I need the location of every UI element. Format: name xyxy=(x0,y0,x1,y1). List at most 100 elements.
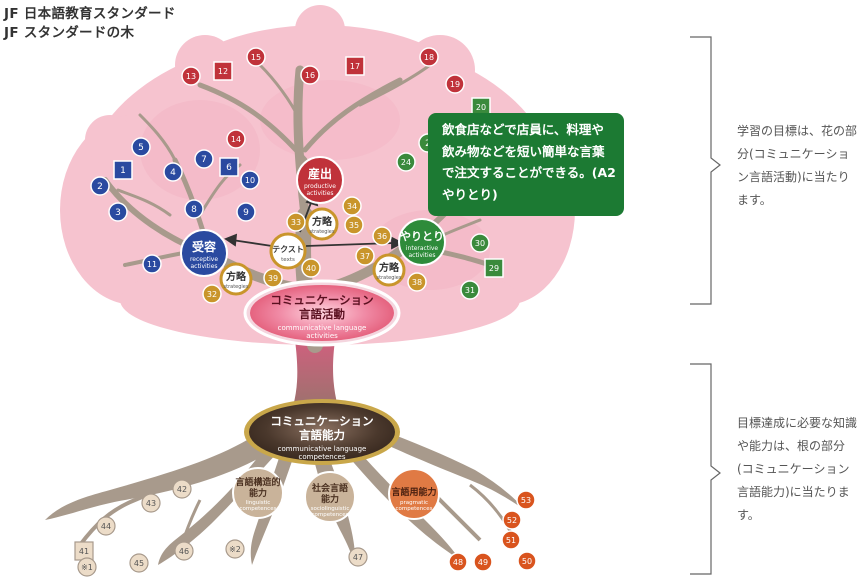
leaf-label: 1 xyxy=(120,166,126,176)
strategy-productive-en: strategies xyxy=(310,229,335,235)
leaf-shape xyxy=(113,160,133,180)
leaf-29: 29 xyxy=(484,258,504,278)
leaf-shape xyxy=(348,547,368,567)
leaf-label: 33 xyxy=(291,218,301,227)
leaf-label: 39 xyxy=(268,274,278,283)
leaf-label: 3 xyxy=(115,208,121,218)
leaf-39: 39 xyxy=(263,268,283,288)
leaf-17: 17 xyxy=(345,56,365,76)
leaf-shape xyxy=(181,66,201,86)
leaf-shape xyxy=(219,157,239,177)
leaf-shape xyxy=(226,129,246,149)
leaf-label: 11 xyxy=(147,260,157,269)
comm-competences-node: コミュニケーション 言語能力 communicative language co… xyxy=(244,399,400,465)
leaf-49: 49 xyxy=(473,552,493,572)
leaf-shape xyxy=(90,176,110,196)
leaf-label: 49 xyxy=(478,558,488,567)
pragmatic-jp: 言語用能力 xyxy=(391,486,436,498)
leaf-shape xyxy=(225,539,245,559)
leaf-label: 31 xyxy=(465,286,475,295)
leaf-label: ※2 xyxy=(229,545,241,554)
leaf-53: 53 xyxy=(516,490,536,510)
leaf-label: 4 xyxy=(170,168,176,178)
leaf-shape xyxy=(448,552,468,572)
leaf-shape xyxy=(141,493,161,513)
leaf-label: ※1 xyxy=(81,563,93,572)
leaf-30: 30 xyxy=(470,233,490,253)
leaf-34: 34 xyxy=(342,196,362,216)
productive-jp: 産出 xyxy=(308,166,332,181)
leaf-3: 3 xyxy=(108,202,128,222)
leaf-5: 5 xyxy=(131,137,151,157)
leaf-shape xyxy=(517,551,537,571)
leaf-7: 7 xyxy=(194,149,214,169)
title-line-1: JF 日本語教育スタンダード xyxy=(4,6,176,22)
leaf-label: 17 xyxy=(350,62,360,71)
leaf-24: 24 xyxy=(396,152,416,172)
leaf-shape xyxy=(108,202,128,222)
leaf-14: 14 xyxy=(226,129,246,149)
leaf-label: 15 xyxy=(251,53,261,62)
leaf-shape xyxy=(236,202,256,222)
linguistic-en-1: linguistic xyxy=(246,500,271,506)
leaf-shape xyxy=(342,196,362,216)
leaf-1: 1 xyxy=(113,160,133,180)
leaf-label: 16 xyxy=(305,71,315,80)
strategy-interactive-jp: 方略 xyxy=(379,261,400,274)
leaf-6: 6 xyxy=(219,157,239,177)
side-brackets xyxy=(690,36,721,575)
interactive-node: やりとり interactive activities xyxy=(398,218,446,266)
leaf-shape xyxy=(407,272,427,292)
leaf-9: 9 xyxy=(236,202,256,222)
leaf-label: 42 xyxy=(177,485,187,494)
leaf-18: 18 xyxy=(419,47,439,67)
leaf-shape xyxy=(194,149,214,169)
leaf-37: 37 xyxy=(355,246,375,266)
strategy-node-productive: 方略 strategies xyxy=(305,207,339,241)
leaf-shape xyxy=(460,280,480,300)
strategy-receptive-jp: 方略 xyxy=(226,270,247,283)
leaf-label: 45 xyxy=(134,559,144,568)
texts-node: テクスト texts xyxy=(269,232,307,270)
leaf-shape xyxy=(77,557,97,577)
leaf-label: 38 xyxy=(412,278,422,287)
strategy-interactive-en: strategies xyxy=(377,275,402,281)
leaf-12: 12 xyxy=(213,61,233,81)
interactive-en-2: activities xyxy=(408,252,435,259)
leaf-shape xyxy=(473,552,493,572)
leaf-4: 4 xyxy=(163,162,183,182)
example-callout: 飲食店などで店員に、料理や飲み物などを短い簡単な言葉で注文することができる。(A… xyxy=(428,113,624,216)
leaf-label: 18 xyxy=(424,53,434,62)
leaf-shape xyxy=(172,479,192,499)
interactive-en-1: interactive xyxy=(406,245,439,252)
leaf-label: 43 xyxy=(146,499,156,508)
leaf-label: 9 xyxy=(243,208,249,218)
leaf-shape xyxy=(470,233,490,253)
leaf-label: 50 xyxy=(522,557,532,566)
productive-en-2: activities xyxy=(306,190,333,197)
leaf-shape xyxy=(502,510,522,530)
side-note-flower: 学習の目標は、花の部分(コミュニケーション言語活動)に当たります。 xyxy=(737,124,858,207)
leaf-shape xyxy=(142,254,162,274)
leaf-label: 7 xyxy=(201,155,207,165)
leaf-32: 32 xyxy=(202,284,222,304)
leaf-35: 35 xyxy=(344,215,364,235)
comm-activities-jp-1: コミュニケーション xyxy=(270,293,373,307)
leaf-47: 47 xyxy=(348,547,368,567)
title-line-2: JF スタンダードの木 xyxy=(4,25,135,41)
leaf-45: 45 xyxy=(129,553,149,573)
leaf-shape xyxy=(445,74,465,94)
leaf-label: 48 xyxy=(453,558,463,567)
leaf-40: 40 xyxy=(301,258,321,278)
sociolinguistic-en-2: competences xyxy=(312,512,349,518)
sociolinguistic-en-1: sociolinguistic xyxy=(311,506,350,512)
leaf-label: 13 xyxy=(186,72,196,81)
leaf-10: 10 xyxy=(240,170,260,190)
leaf-shape xyxy=(300,65,320,85)
side-note-root: 目標達成に必要な知識や能力は、根の部分(コミュニケーション言語能力)に当たります… xyxy=(737,416,858,522)
leaf-44: 44 xyxy=(96,516,116,536)
strategy-productive-jp: 方略 xyxy=(312,215,333,228)
leaf-shape xyxy=(213,61,233,81)
leaf-48: 48 xyxy=(448,552,468,572)
comm-activities-jp-2: 言語活動 xyxy=(299,307,345,321)
